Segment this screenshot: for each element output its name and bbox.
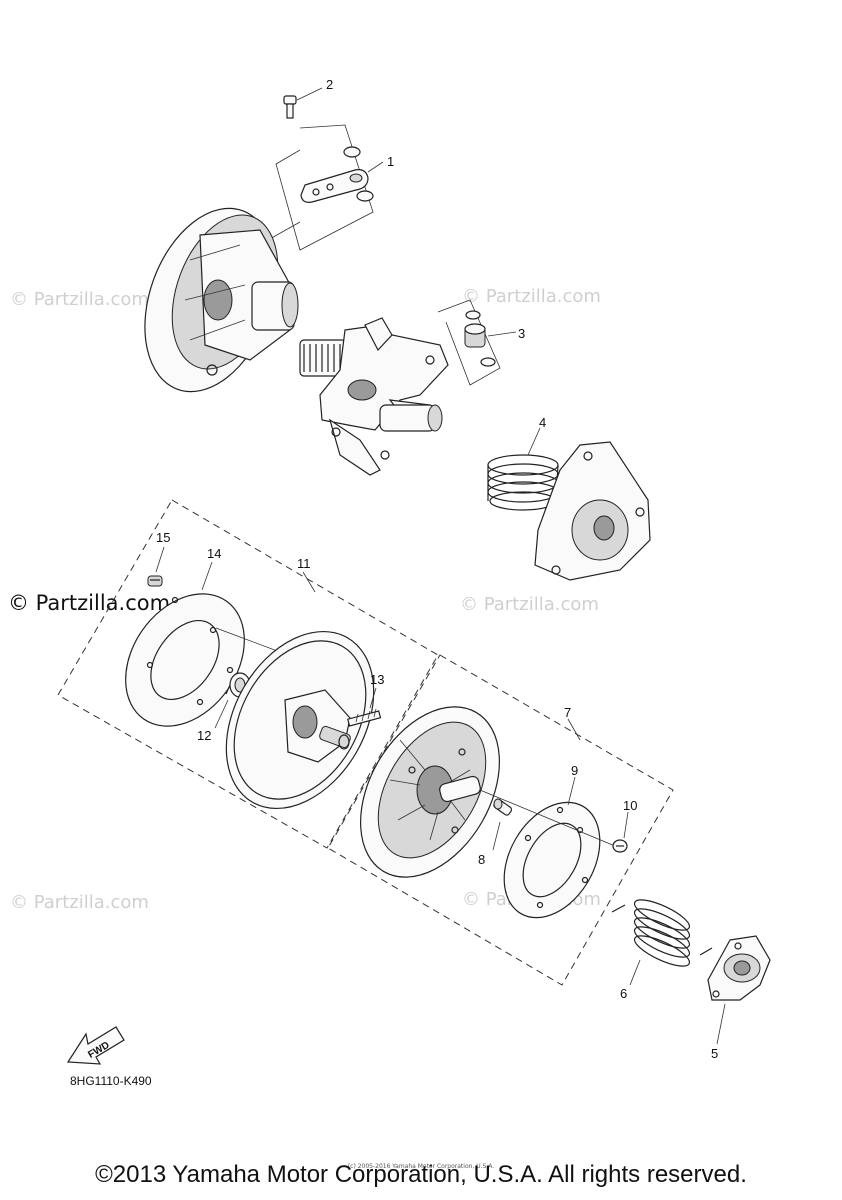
fwd-arrow-icon: FWD xyxy=(66,1026,125,1065)
callout-4[interactable]: 4 xyxy=(539,415,546,430)
callout-11[interactable]: 11 xyxy=(297,556,311,571)
watermark: © Partzilla.com xyxy=(10,289,149,310)
callout-labels: 1 2 3 4 5 6 7 8 9 10 11 12 13 14 15 xyxy=(156,77,718,1061)
part-6-spring[interactable] xyxy=(611,894,713,972)
callout-9[interactable]: 9 xyxy=(571,763,578,778)
callout-14[interactable]: 14 xyxy=(207,546,221,561)
watermark: © Partzilla.com xyxy=(460,594,599,615)
part-14-plate[interactable] xyxy=(101,571,269,749)
callout-13[interactable]: 13 xyxy=(370,672,384,687)
watermark: © Partzilla.com xyxy=(462,286,601,307)
part-3-roller[interactable] xyxy=(464,310,496,367)
movable-sheave xyxy=(225,630,375,810)
part-9-plate[interactable] xyxy=(485,785,620,934)
watermark: © Partzilla.com xyxy=(10,892,149,913)
callout-8[interactable]: 8 xyxy=(478,852,485,867)
tiny-notice: (c) 2005-2016 Yamaha Motor Corporation, … xyxy=(347,1163,495,1170)
callout-7[interactable]: 7 xyxy=(564,705,571,720)
assembly-7-boundary xyxy=(327,654,674,986)
callout-10[interactable]: 10 xyxy=(623,798,637,813)
callout-15[interactable]: 15 xyxy=(156,530,170,545)
callout-5[interactable]: 5 xyxy=(711,1046,718,1061)
copyright-notice: ©2013 Yamaha Motor Corporation, U.S.A. A… xyxy=(95,1161,747,1188)
part-10-screw[interactable] xyxy=(612,839,628,853)
part-15-screw[interactable] xyxy=(147,575,163,587)
cover-plate xyxy=(534,441,651,581)
diagram-code: 8HG1110-K490 xyxy=(70,1074,152,1088)
spider-hub xyxy=(299,317,449,476)
assembly-11-boundary xyxy=(57,499,439,849)
callout-3[interactable]: 3 xyxy=(518,326,525,341)
callout-2[interactable]: 2 xyxy=(326,77,333,92)
clutch-housing xyxy=(144,207,299,393)
callout-6[interactable]: 6 xyxy=(620,986,627,1001)
callout-12[interactable]: 12 xyxy=(197,728,211,743)
part-5-cam[interactable] xyxy=(707,935,771,1001)
watermark-prominent: © Partzilla.com xyxy=(8,591,170,615)
part-1-arm[interactable] xyxy=(300,146,374,203)
part-8-pin[interactable] xyxy=(493,798,513,817)
part-2-bolt[interactable] xyxy=(283,95,297,119)
part-4-spring[interactable] xyxy=(487,454,559,511)
callout-1[interactable]: 1 xyxy=(387,154,394,169)
part-13-stud[interactable] xyxy=(347,708,382,727)
fixed-sheave xyxy=(360,706,500,878)
